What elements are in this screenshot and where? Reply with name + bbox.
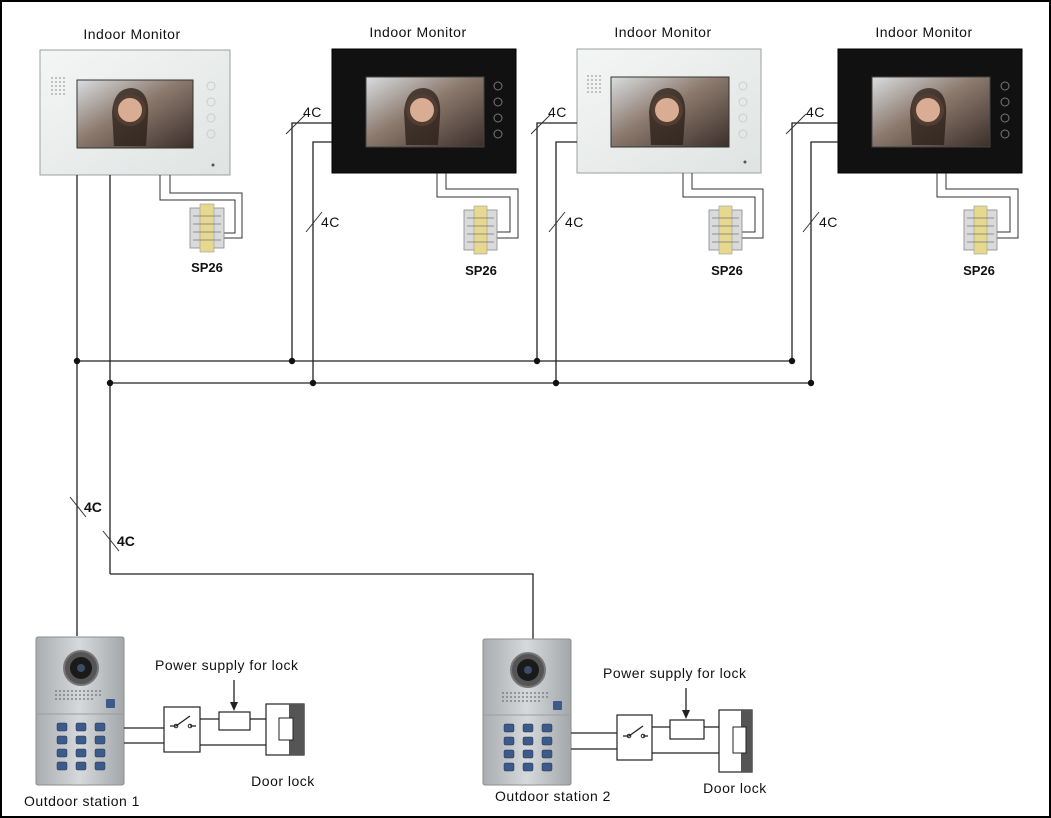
outdoor-station-2: Power supply for lock Door lock Outdoor … bbox=[482, 638, 767, 804]
station-1-power-supply bbox=[218, 711, 251, 731]
indoor-monitor-4: Indoor Monitor SP26 bbox=[837, 24, 1023, 278]
station-2-power-label: Power supply for lock bbox=[603, 665, 747, 681]
cable-label-m3-mid: 4C bbox=[565, 214, 584, 230]
monitor-1-label: Indoor Monitor bbox=[83, 26, 180, 42]
riser-cable-label-1: 4C bbox=[84, 499, 102, 515]
indoor-monitor-1: Indoor Monitor SP26 bbox=[39, 26, 243, 275]
cable-label-m2-mid: 4C bbox=[321, 214, 340, 230]
sp26-module-1 bbox=[189, 203, 225, 253]
station-2-speaker-icon bbox=[502, 692, 548, 702]
station-1-relay-switch bbox=[163, 706, 201, 753]
indoor-monitor-3: Indoor Monitor SP26 bbox=[576, 24, 764, 278]
station-2-relay-switch bbox=[616, 714, 653, 761]
monitor-4-buttons-icon bbox=[1000, 81, 1010, 139]
monitor-1-frame bbox=[39, 49, 231, 176]
sp26-label-1: SP26 bbox=[191, 260, 223, 275]
station-2-label: Outdoor station 2 bbox=[495, 788, 611, 804]
bus-wiring bbox=[69, 113, 838, 640]
cable-label-m3-top: 4C bbox=[548, 104, 567, 120]
outdoor-station-1: Power supply for lock Door lock Outdoor … bbox=[24, 636, 315, 809]
monitor-2-label: Indoor Monitor bbox=[369, 24, 466, 40]
monitor-1-buttons-icon bbox=[206, 81, 216, 139]
cable-label-m2-top: 4C bbox=[303, 104, 322, 120]
monitor-1-speaker-grille-icon bbox=[51, 77, 65, 95]
riser-cable-label-2: 4C bbox=[117, 533, 135, 549]
monitor-3-face-icon bbox=[655, 98, 679, 122]
station-1-keypad-icon bbox=[56, 722, 106, 771]
monitor-4-label: Indoor Monitor bbox=[875, 24, 972, 40]
station-1-panel bbox=[35, 636, 125, 786]
sp26-module-4 bbox=[963, 205, 998, 255]
monitor-4-face-icon bbox=[916, 98, 940, 122]
station-2-lock-label: Door lock bbox=[703, 780, 767, 796]
indoor-monitor-2: Indoor Monitor SP26 bbox=[331, 24, 519, 278]
station-2-panel bbox=[482, 638, 572, 786]
cable-label-m4-mid: 4C bbox=[819, 214, 838, 230]
monitor-3-buttons-icon bbox=[738, 81, 748, 139]
sp26-module-2 bbox=[463, 205, 498, 255]
sp26-module-3 bbox=[708, 205, 743, 255]
station-2-keypad-icon bbox=[503, 723, 553, 772]
sp26-label-4: SP26 bbox=[963, 263, 995, 278]
station-1-power-label: Power supply for lock bbox=[155, 657, 299, 673]
monitor-2-buttons-icon bbox=[493, 81, 503, 139]
monitor-3-speaker-grille-icon bbox=[587, 75, 601, 93]
monitor-2-face-icon bbox=[410, 98, 434, 122]
sp26-label-2: SP26 bbox=[465, 263, 497, 278]
sp26-label-3: SP26 bbox=[711, 263, 743, 278]
station-1-lock-label: Door lock bbox=[251, 773, 315, 789]
monitor-3-label: Indoor Monitor bbox=[614, 24, 711, 40]
cable-label-m4-top: 4C bbox=[806, 104, 825, 120]
station-1-speaker-icon bbox=[55, 690, 101, 700]
station-2-power-supply bbox=[669, 719, 705, 740]
station-1-label: Outdoor station 1 bbox=[24, 793, 140, 809]
